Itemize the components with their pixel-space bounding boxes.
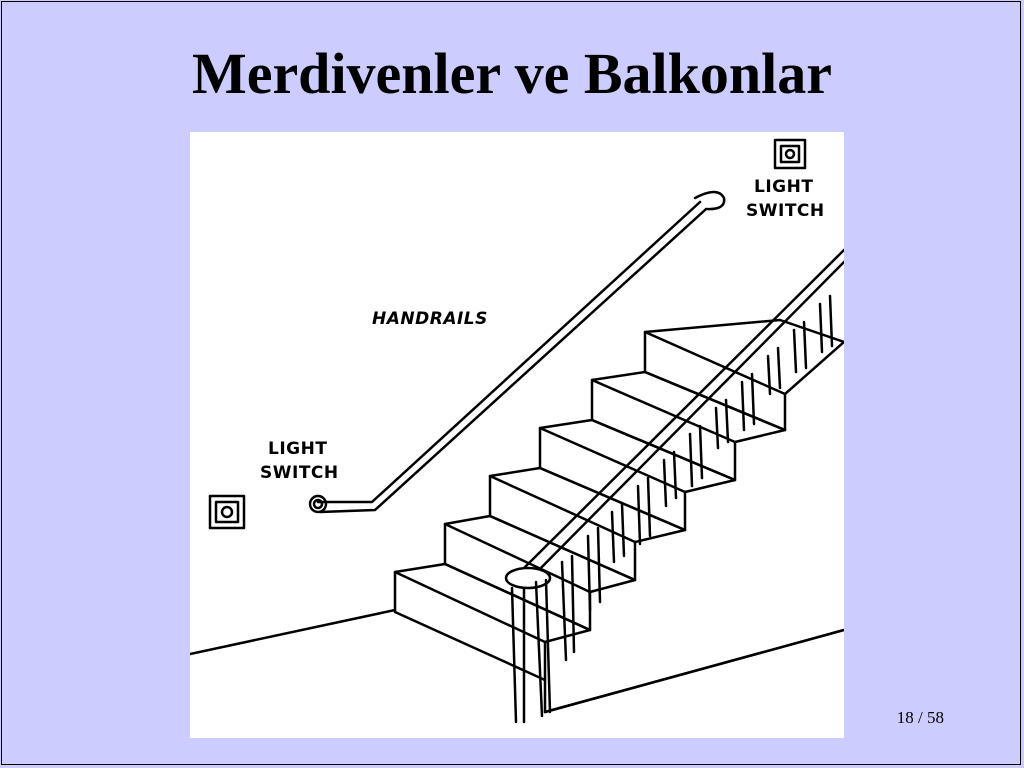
page-number: 18 / 58 [897, 708, 944, 728]
stair-steps [393, 318, 844, 714]
wall-handrail [308, 190, 726, 514]
light-switch-left-label-line1: LIGHT [268, 439, 327, 459]
light-switch-top-icon [773, 138, 807, 170]
stair-step [643, 330, 787, 432]
page-separator: / [913, 708, 927, 727]
handrails-label: HANDRAILS [372, 309, 488, 329]
staircase-drawing: LIGHT SWITCH HANDRAILS LIGHT SWITCH [190, 138, 844, 724]
balusters [510, 294, 834, 724]
page-current: 18 [896, 708, 914, 727]
slide-title: Merdivenler ve Balkonlar [191, 41, 833, 106]
floor-line-left [190, 608, 397, 656]
staircase-illustration: LIGHT SWITCH HANDRAILS LIGHT SWITCH [190, 132, 844, 738]
light-switch-top-label-line1: LIGHT [754, 177, 813, 197]
light-switch-left-label-line2: SWITCH [260, 463, 339, 483]
light-switch-left-icon [208, 494, 246, 530]
light-switch-top-label-line2: SWITCH [746, 201, 825, 221]
page-total: 58 [927, 708, 944, 727]
stair-handrail [504, 248, 844, 590]
